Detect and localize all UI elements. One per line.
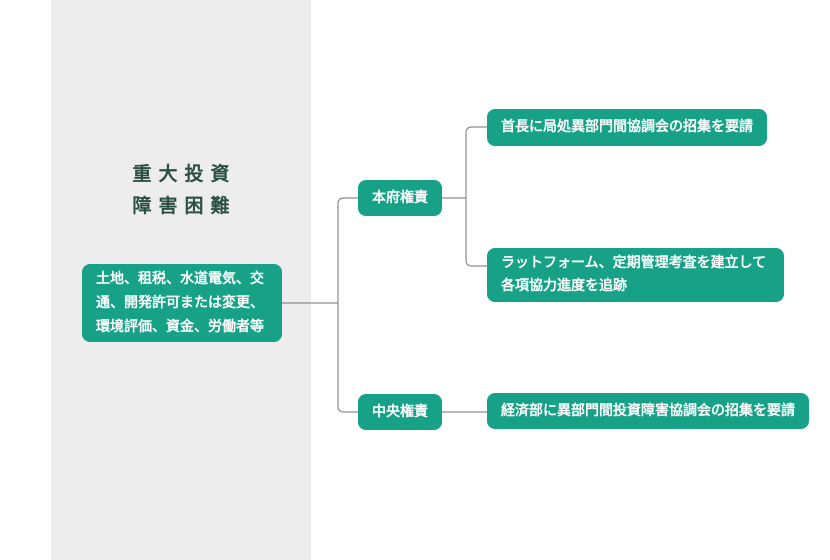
node-leaf-economy-ministry-meeting: 経済部に異部門間投資障害協調会の招集を要請 (487, 393, 809, 429)
node-branch-local-government: 本府権責 (358, 180, 442, 216)
diagram-title: 重大投資 障害困難 (51, 158, 311, 222)
node-leaf-platform-progress-tracking: ラットフォーム、定期管理考査を建立して各項協力進度を追跡 (487, 248, 784, 302)
node-root-obstacle-factors: 土地、租税、水道電気、交通、開発許可または変更、環境評価、資金、労働者等 (82, 264, 282, 342)
connector-junction-branches (337, 197, 358, 413)
title-line-1: 重大投資 (132, 163, 237, 185)
title-line-2: 障害困難 (132, 195, 237, 217)
connector-junction-leaves (465, 126, 487, 267)
node-leaf-convene-interdepartment-meeting: 首長に局処異部門間協調会の招集を要請 (487, 109, 767, 146)
node-branch-central-government: 中央権責 (358, 394, 442, 430)
